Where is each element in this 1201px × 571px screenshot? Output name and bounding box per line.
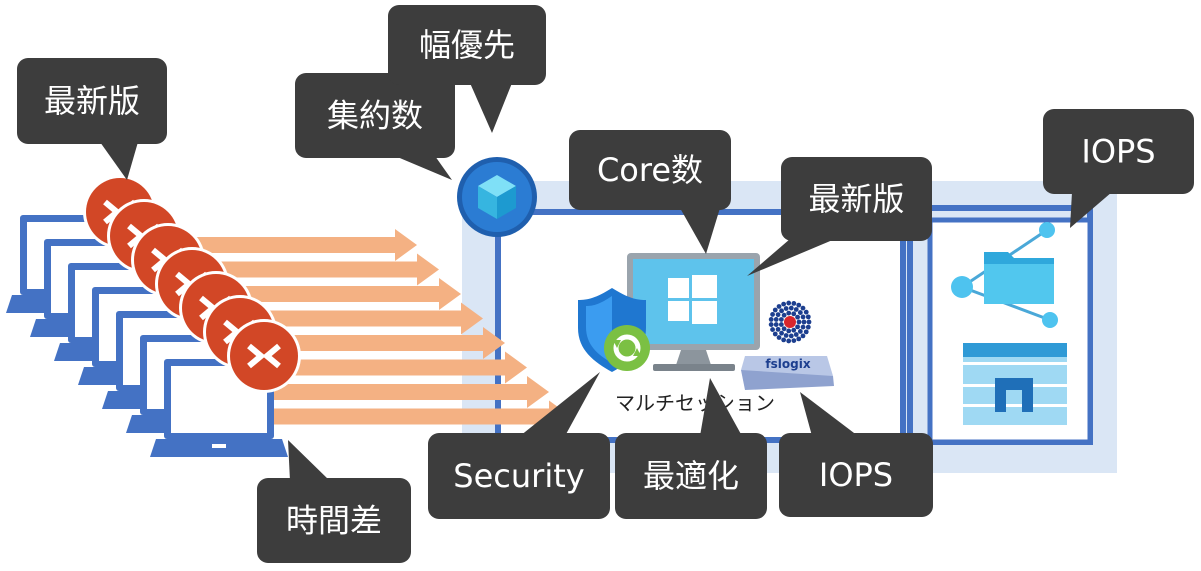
connection-arrow [238,327,505,359]
session-host-label: マルチセッション [615,391,775,415]
callout-bandwidth-priority: 幅優先 [388,5,546,133]
callout-iops-storage: IOPS [1043,109,1194,228]
netapp-storage-icon [963,343,1067,425]
shield-sync-icon [578,288,650,372]
callout-iops-profile-text: IOPS [819,456,893,494]
monitor-windows-icon [627,253,760,371]
callout-security-text: Security [453,457,584,495]
connection-arrow [226,302,483,335]
remote-desktop-icon [227,319,301,393]
callout-time-lag-text: 時間差 [286,502,382,540]
callout-time-lag: 時間差 [257,440,411,563]
client-devices [6,175,301,457]
callout-optimize: 最適化 [615,378,767,519]
callout-iops-profile: IOPS [779,392,933,517]
connection-arrows [190,229,571,433]
connection-arrow [274,400,571,433]
callout-latest-os: 最新版 [747,157,932,276]
callout-core-count: Core数 [569,130,731,254]
callout-latest-client-text: 最新版 [44,82,140,120]
cube-icon [457,157,537,237]
connection-arrow [262,376,549,408]
fslogix-label: fslogix [765,357,810,371]
callout-latest-os-text: 最新版 [808,180,904,218]
callout-core-count-text: Core数 [597,151,703,189]
connection-arrow [214,278,461,310]
callout-aggregation: 集約数 [295,73,455,180]
connection-arrow [250,351,527,384]
callout-aggregation-text: 集約数 [327,97,423,135]
connection-arrow [202,253,439,286]
fslogix-icon: fslogix [741,300,834,390]
callout-optimize-text: 最適化 [643,457,739,495]
connection-arrow [190,229,417,261]
callout-latest-client: 最新版 [17,58,167,180]
callout-security: Security [428,372,610,519]
callout-iops-storage-text: IOPS [1081,133,1155,171]
callout-bandwidth-priority-text: 幅優先 [419,26,515,64]
folder-share-icon [951,222,1058,328]
